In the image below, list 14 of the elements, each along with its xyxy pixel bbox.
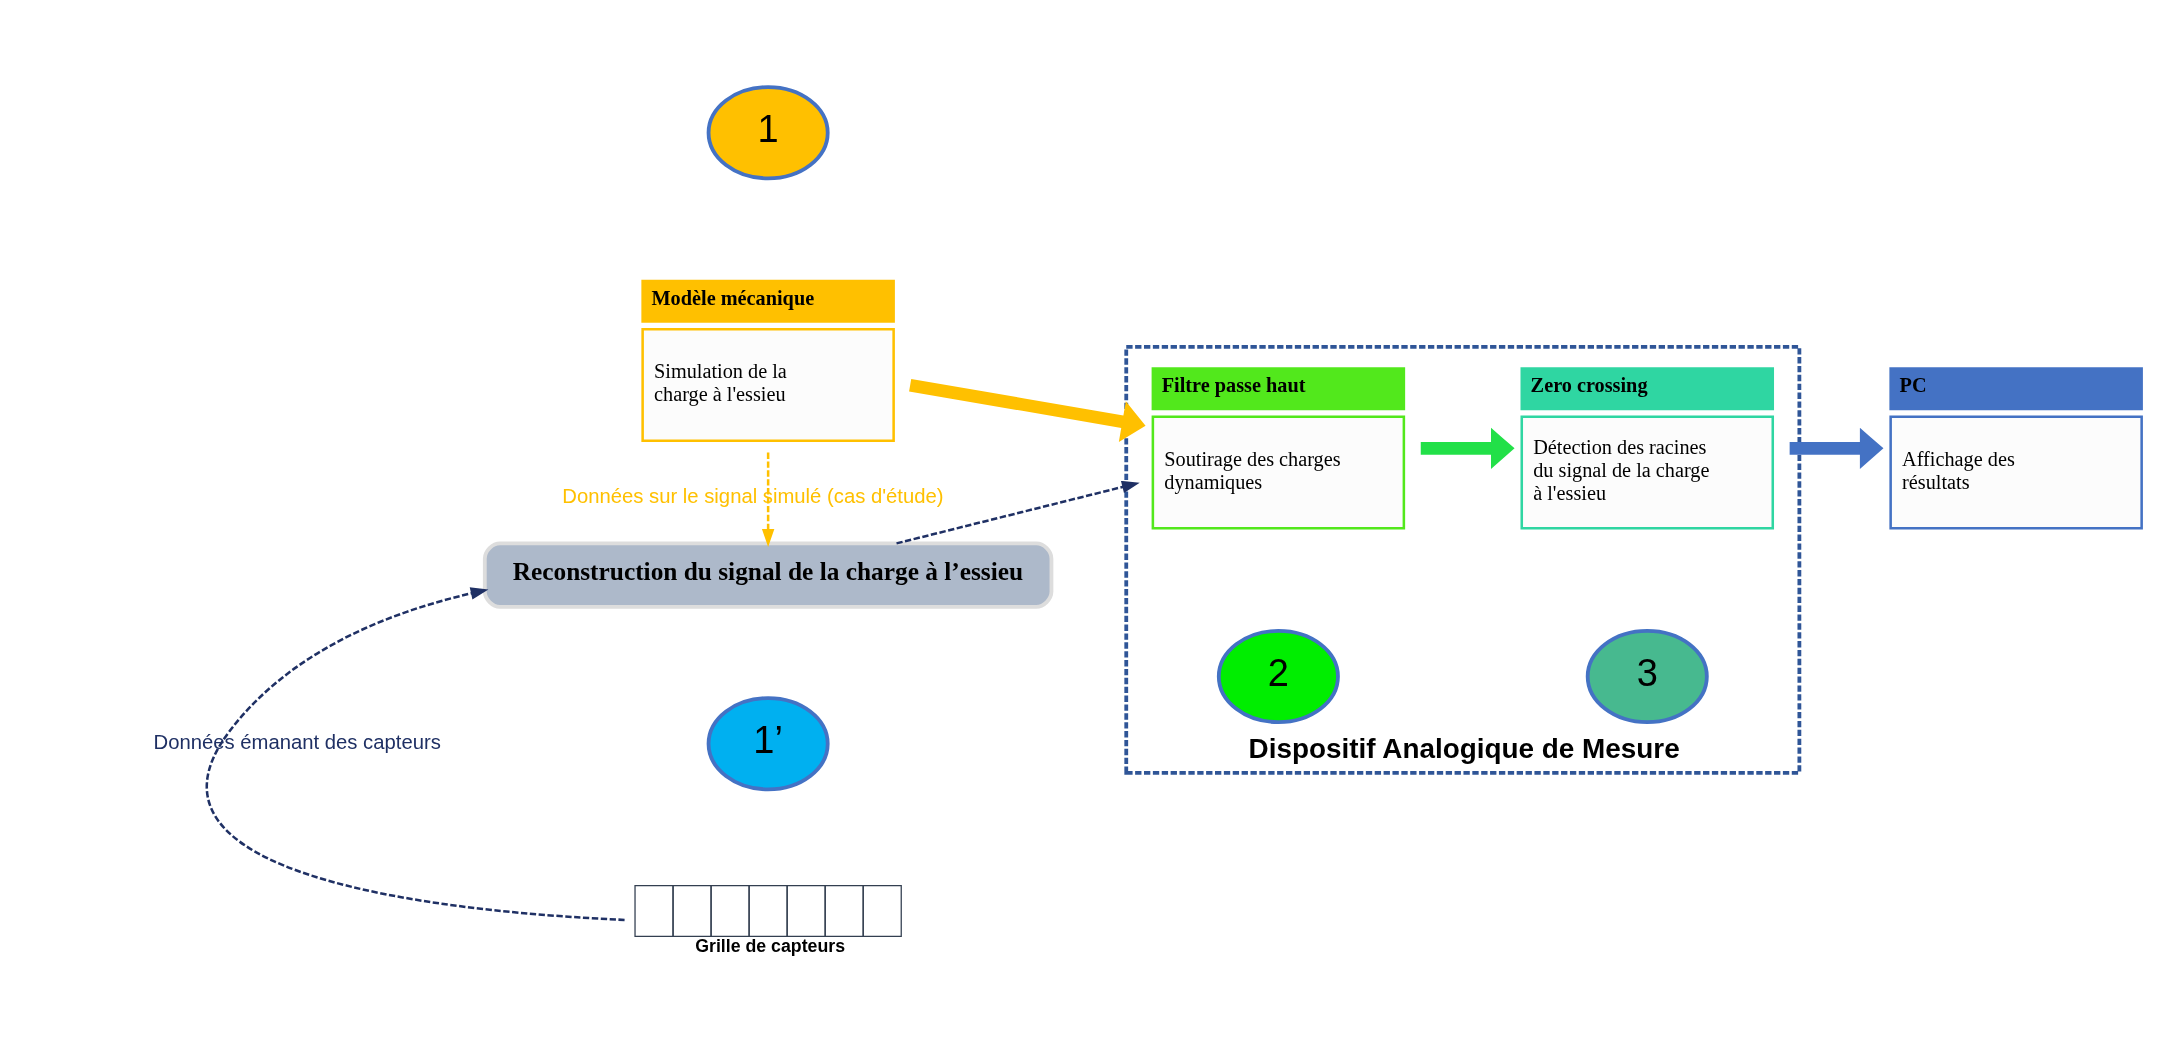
node-label: Grille de capteurs bbox=[695, 935, 846, 956]
arrow bbox=[896, 480, 1140, 545]
arrow bbox=[1420, 427, 1515, 469]
node-ellipse: 1 bbox=[706, 85, 830, 181]
node-ellipse: 1’ bbox=[706, 696, 830, 792]
node-ellipse: 3 bbox=[1585, 629, 1709, 725]
arrow bbox=[206, 587, 625, 922]
edge-label: Données émanant des capteurs bbox=[153, 730, 441, 753]
arrow bbox=[909, 378, 1146, 443]
node-box: Reconstruction du signal de la charge à l’essieu bbox=[482, 541, 1054, 609]
arrow bbox=[761, 452, 775, 547]
node-ellipse: 2 bbox=[1216, 629, 1340, 725]
arrow bbox=[1789, 427, 1884, 469]
edge-label: Données sur le signal simulé (cas d'étude) bbox=[562, 484, 944, 507]
